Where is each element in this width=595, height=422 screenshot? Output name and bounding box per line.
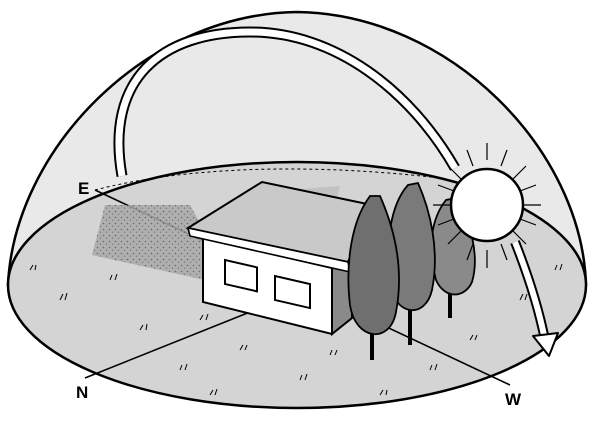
west-label: W bbox=[505, 390, 522, 409]
north-label: N bbox=[76, 383, 88, 402]
east-label: E bbox=[78, 179, 89, 198]
sun-disc bbox=[451, 169, 523, 241]
